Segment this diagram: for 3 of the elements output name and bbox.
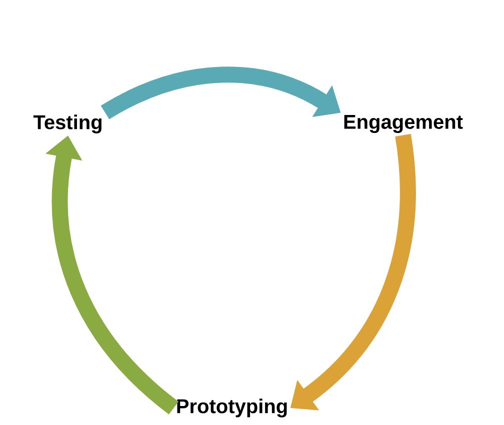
stage-label: Testing (33, 114, 102, 134)
stage-label: Engagement (344, 115, 463, 133)
stage-label: Prototyping (177, 398, 287, 418)
